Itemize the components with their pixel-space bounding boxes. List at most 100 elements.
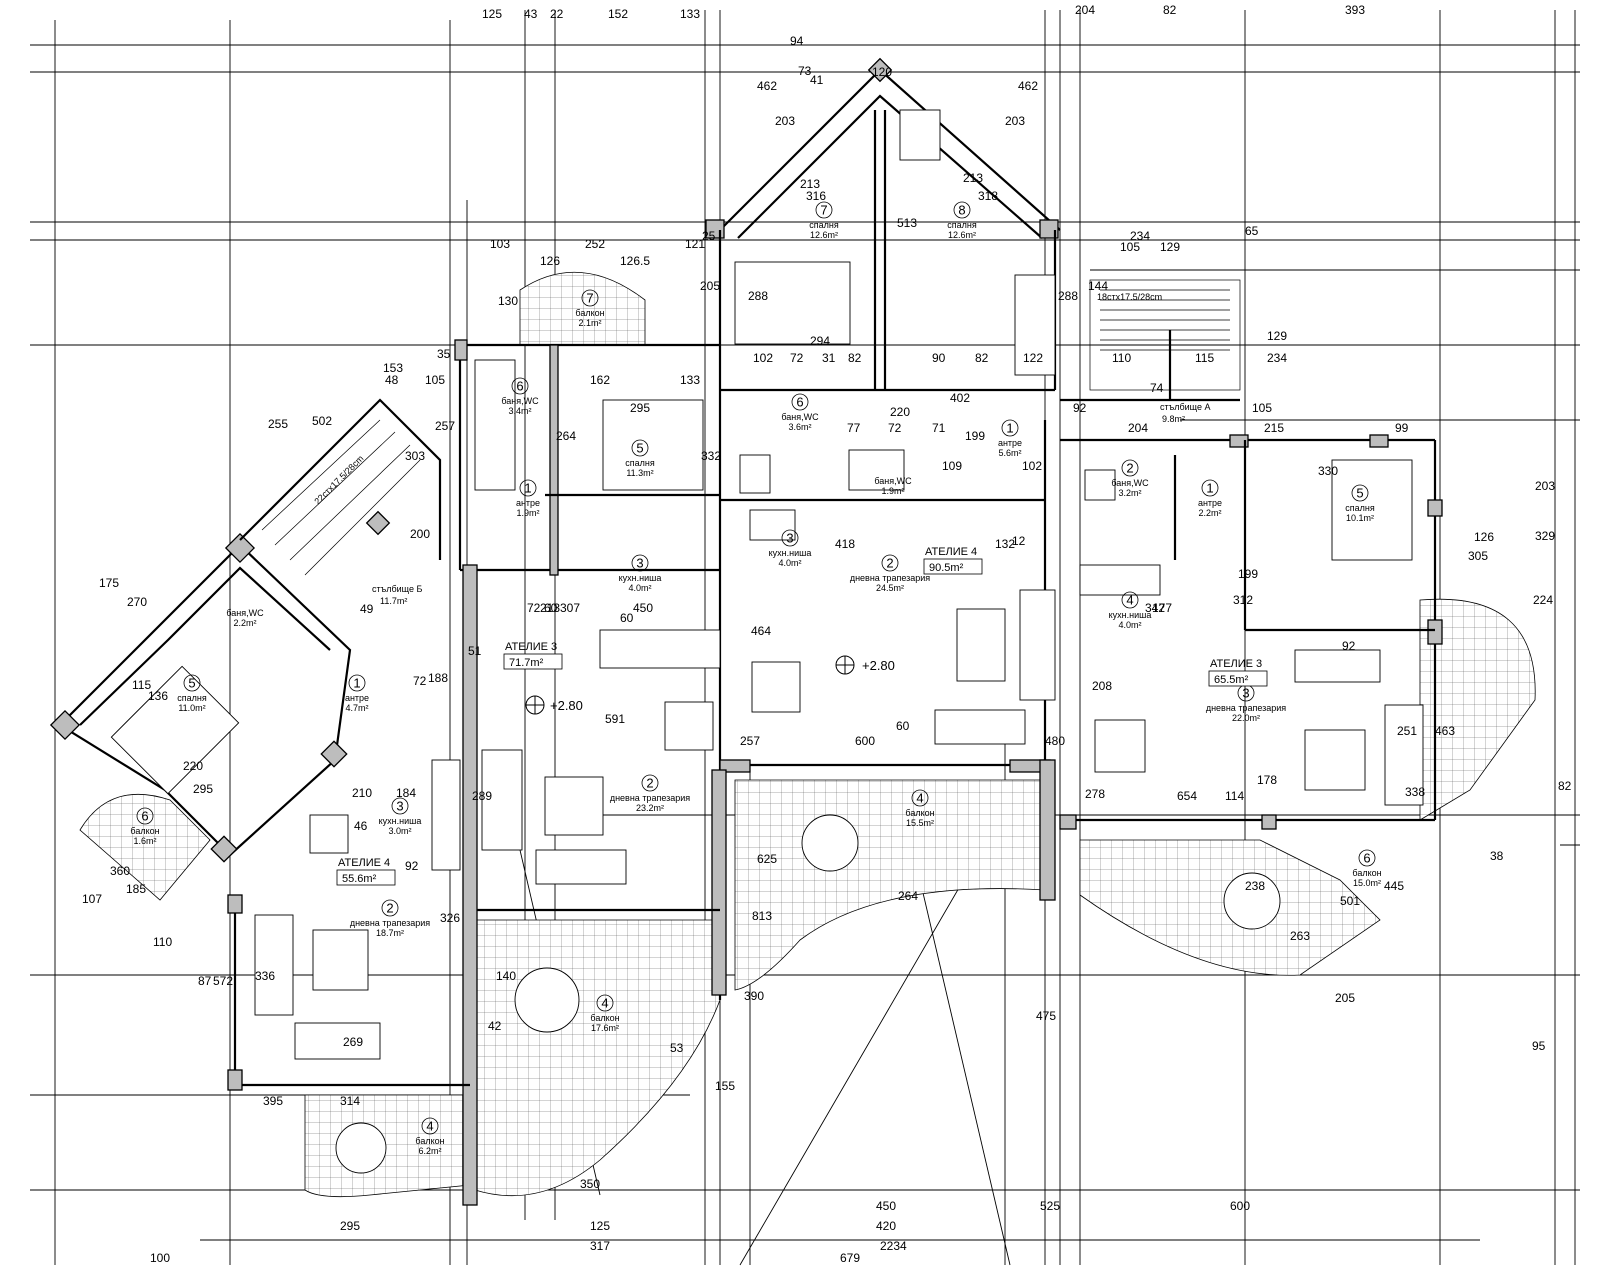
room-name: антре: [998, 438, 1022, 448]
dimension-label: 72: [413, 674, 427, 688]
room-area: 1.6m²: [133, 836, 156, 846]
room-area: 23.2m²: [636, 803, 664, 813]
room-number: 6: [796, 395, 803, 410]
dimension-label: 94: [790, 34, 804, 48]
dimension-label: 130: [498, 294, 518, 308]
dimension-label: 269: [343, 1035, 363, 1049]
room-name: дневна трапезария: [850, 573, 930, 583]
room-number: 3: [786, 531, 793, 546]
room-number-circle: [1351, 484, 1369, 502]
room-label: баня,WC1.9m²: [874, 476, 912, 496]
dimension-label: 153: [383, 361, 403, 375]
room-area: 2.1m²: [578, 318, 601, 328]
dimension-label: 184: [396, 786, 416, 800]
dimension-label: 25: [702, 229, 716, 243]
room-name: балкон: [130, 826, 159, 836]
dimension-label: 257: [435, 419, 455, 433]
dimension-label: 122: [1023, 351, 1043, 365]
dimension-label: 204: [1128, 421, 1148, 435]
dimension-label: 114: [1225, 789, 1244, 803]
dimension-label: 72: [790, 351, 804, 365]
dimension-label: 31: [822, 351, 836, 365]
dimension-label: 679: [840, 1251, 860, 1265]
dimension-label: 418: [835, 537, 855, 551]
room-number: 8: [958, 203, 965, 218]
room-area: 24.5m²: [876, 583, 904, 593]
dimension-label: 513: [897, 216, 917, 230]
dimension-label: 215: [1264, 421, 1284, 435]
room-area: 11.0m²: [178, 703, 205, 713]
room-number-circle: [1121, 591, 1139, 609]
dimension-label: 263: [1290, 929, 1310, 943]
dimension-label: 72: [888, 421, 902, 435]
apartment-area-box: [503, 653, 563, 670]
grid-lines: [30, 10, 1580, 1266]
room-number: 6: [516, 379, 523, 394]
dimension-label: 210: [352, 786, 372, 800]
dimension-label: 110: [1112, 351, 1131, 365]
dimension-label: 342: [1145, 601, 1165, 615]
dimension-label: 12: [1012, 534, 1026, 548]
room-number-circle: [791, 393, 809, 411]
dimension-label: 316: [806, 189, 826, 203]
dimension-label: 121: [685, 237, 705, 251]
apartment-tag: АТЕЛИЕ 490.5m²: [923, 546, 983, 575]
dimension-label: 109: [942, 459, 962, 473]
dimension-label: 72: [527, 601, 541, 615]
dimension-label: 200: [410, 527, 430, 541]
room-number-circle: [421, 1117, 439, 1135]
room-number-circle: [953, 201, 971, 219]
dimension-label: 213: [963, 171, 983, 185]
dimension-label: 60: [544, 601, 558, 615]
room-area: 6.2m²: [418, 1146, 441, 1156]
dimension-label: 82: [975, 351, 989, 365]
room-labels: 7спалня12.6m²8спалня12.6m²7балкон2.1m²5с…: [130, 201, 1382, 1156]
dimension-label: 100: [150, 1251, 170, 1265]
dimension-label: 329: [1535, 529, 1555, 543]
dimension-label: 295: [630, 401, 650, 415]
room-number: 3: [636, 556, 643, 571]
room-area: 4.0m²: [1118, 620, 1141, 630]
dimension-label: 270: [127, 595, 147, 609]
dimension-label: 317: [590, 1239, 610, 1253]
dimension-label: 314: [340, 1094, 360, 1108]
dimension-label: 115: [132, 678, 151, 692]
room-number-circle: [511, 377, 529, 395]
room-name: баня,WC: [781, 412, 819, 422]
dimension-label: 330: [1318, 464, 1338, 478]
apartment-area: 90.5m²: [929, 562, 964, 574]
room-name: кухн.ниша: [619, 573, 662, 583]
room-name: дневна трапезария: [610, 793, 690, 803]
dimension-label: 205: [1335, 991, 1355, 1005]
room-name: спалня: [625, 458, 655, 468]
dimension-label: 42: [488, 1019, 502, 1033]
level-mark-left: +2.80: [525, 695, 583, 715]
dimension-label: 303: [405, 449, 425, 463]
room-name: балкон: [1352, 868, 1381, 878]
dimension-label: 332: [701, 449, 721, 463]
room-name: антре: [516, 498, 540, 508]
room-number-circle: [183, 674, 201, 692]
dimension-label: 178: [1257, 773, 1277, 787]
room-area: 1.9m²: [516, 508, 539, 518]
dimension-label: 813: [752, 909, 772, 923]
dimension-label: 102: [1022, 459, 1042, 473]
dimension-label: 360: [110, 864, 130, 878]
dimension-label: 140: [496, 969, 516, 983]
room-number-circle: [1121, 459, 1139, 477]
level-label: +2.80: [550, 698, 583, 713]
dimension-label: 175: [99, 576, 119, 590]
